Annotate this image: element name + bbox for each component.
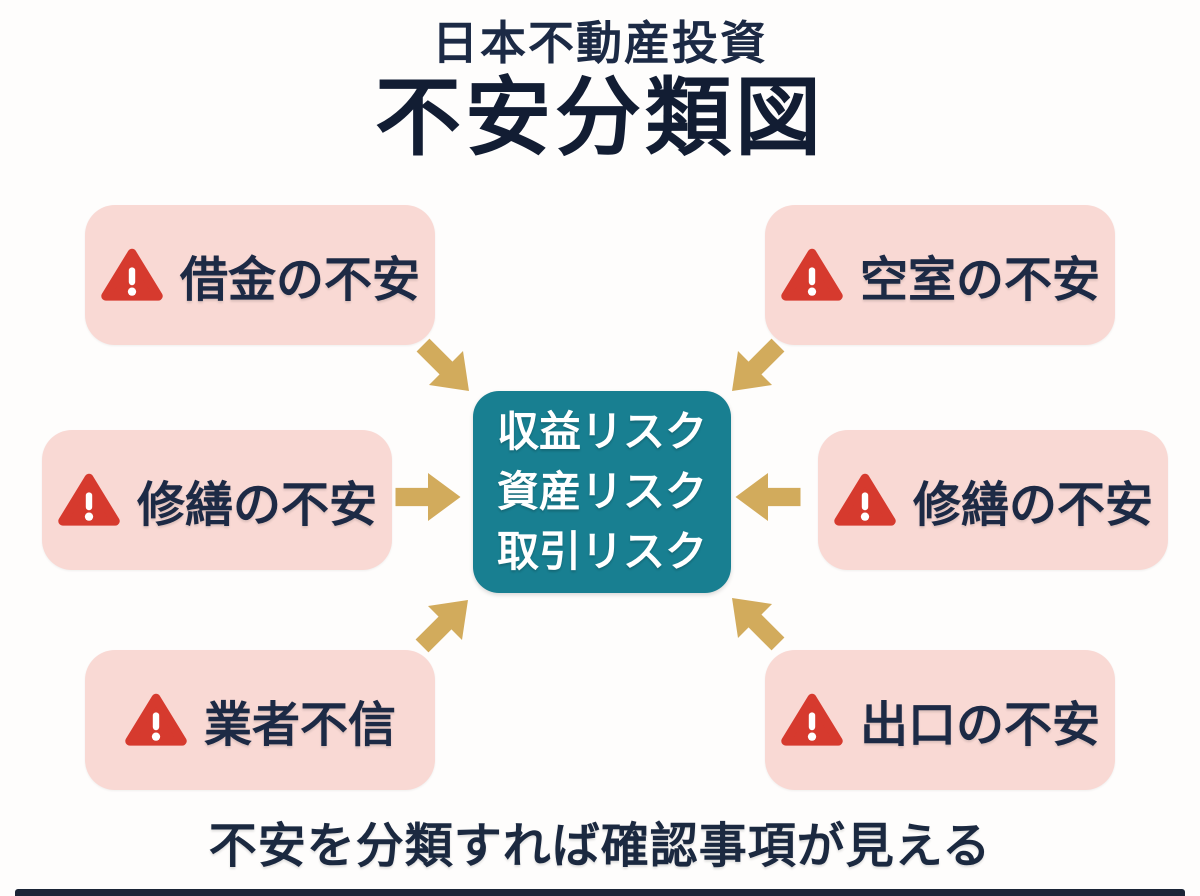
center-risk-box: 収益リスク 資産リスク 取引リスク (473, 391, 731, 593)
block-arrow-icon-bottom-right (713, 579, 796, 662)
warning-triangle-icon (124, 691, 188, 749)
diagram-title: 不安分類図 (375, 70, 825, 167)
anxiety-box-exit: 出口の不安 (765, 650, 1115, 790)
warning-triangle-icon (780, 246, 844, 304)
anxiety-box-repair-left: 修繕の不安 (42, 430, 392, 570)
anxiety-box-repair-right: 修繕の不安 (818, 430, 1168, 570)
anxiety-label: 空室の不安 (859, 254, 1100, 307)
diagram-header: 日本不動産投資 不安分類図 (0, 16, 1200, 163)
warning-triangle-icon (780, 691, 844, 749)
anxiety-label: 修繕の不安 (136, 479, 377, 532)
footer-caption: 不安を分類すれば確認事項が見える (208, 820, 992, 873)
warning-triangle-icon (100, 246, 164, 304)
risk-line-asset: 資産リスク (496, 467, 707, 515)
anxiety-box-contractor: 業者不信 (85, 650, 435, 790)
block-arrow-icon-middle-right (735, 471, 801, 523)
anxiety-box-vacancy: 空室の不安 (765, 205, 1115, 345)
anxiety-box-debt: 借金の不安 (85, 205, 435, 345)
diagram-subtitle: 日本不動産投資 (432, 17, 768, 69)
warning-triangle-icon (57, 471, 121, 529)
anxiety-label: 出口の不安 (859, 699, 1100, 752)
warning-triangle-icon (833, 471, 897, 529)
anxiety-label: 業者不信 (203, 699, 396, 752)
anxiety-label: 借金の不安 (179, 254, 420, 307)
risk-line-transaction: 取引リスク (496, 528, 707, 576)
risk-line-revenue: 収益リスク (496, 407, 707, 455)
block-arrow-icon-middle-left (395, 471, 461, 523)
anxiety-label: 修繕の不安 (912, 479, 1153, 532)
bottom-bar (15, 889, 1185, 896)
